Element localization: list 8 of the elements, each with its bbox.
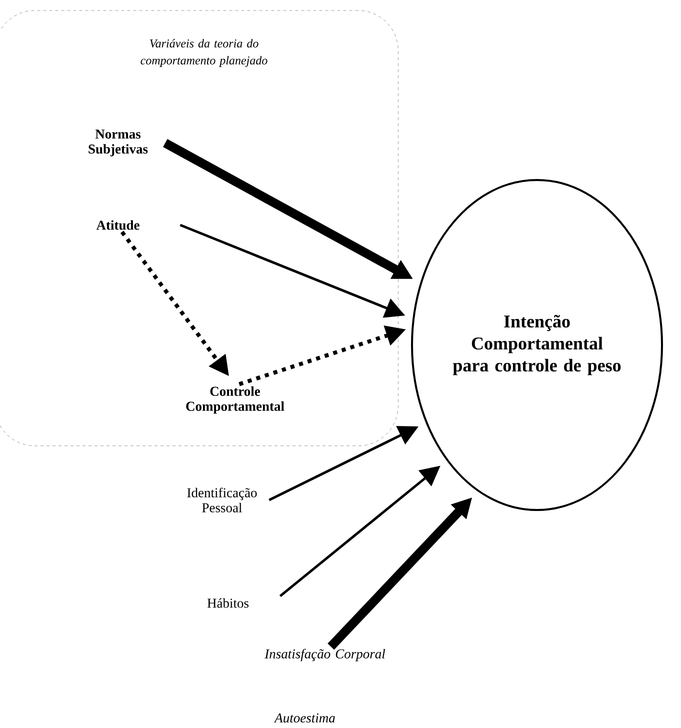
variable-label: Identificação Pessoal [187, 488, 257, 512]
variable-label: Atitude [96, 220, 140, 230]
variable-label: Normas Subjetivas [88, 130, 148, 156]
variable-label: Hábitos [207, 598, 249, 608]
variable-label: Autoestima [274, 713, 335, 723]
variable-label: Controle Comportamental [186, 386, 284, 414]
ellipse-node: Intenção Comportamental para controle de peso [411, 179, 663, 511]
variable-label: Insatisfação Corporal [264, 648, 386, 662]
